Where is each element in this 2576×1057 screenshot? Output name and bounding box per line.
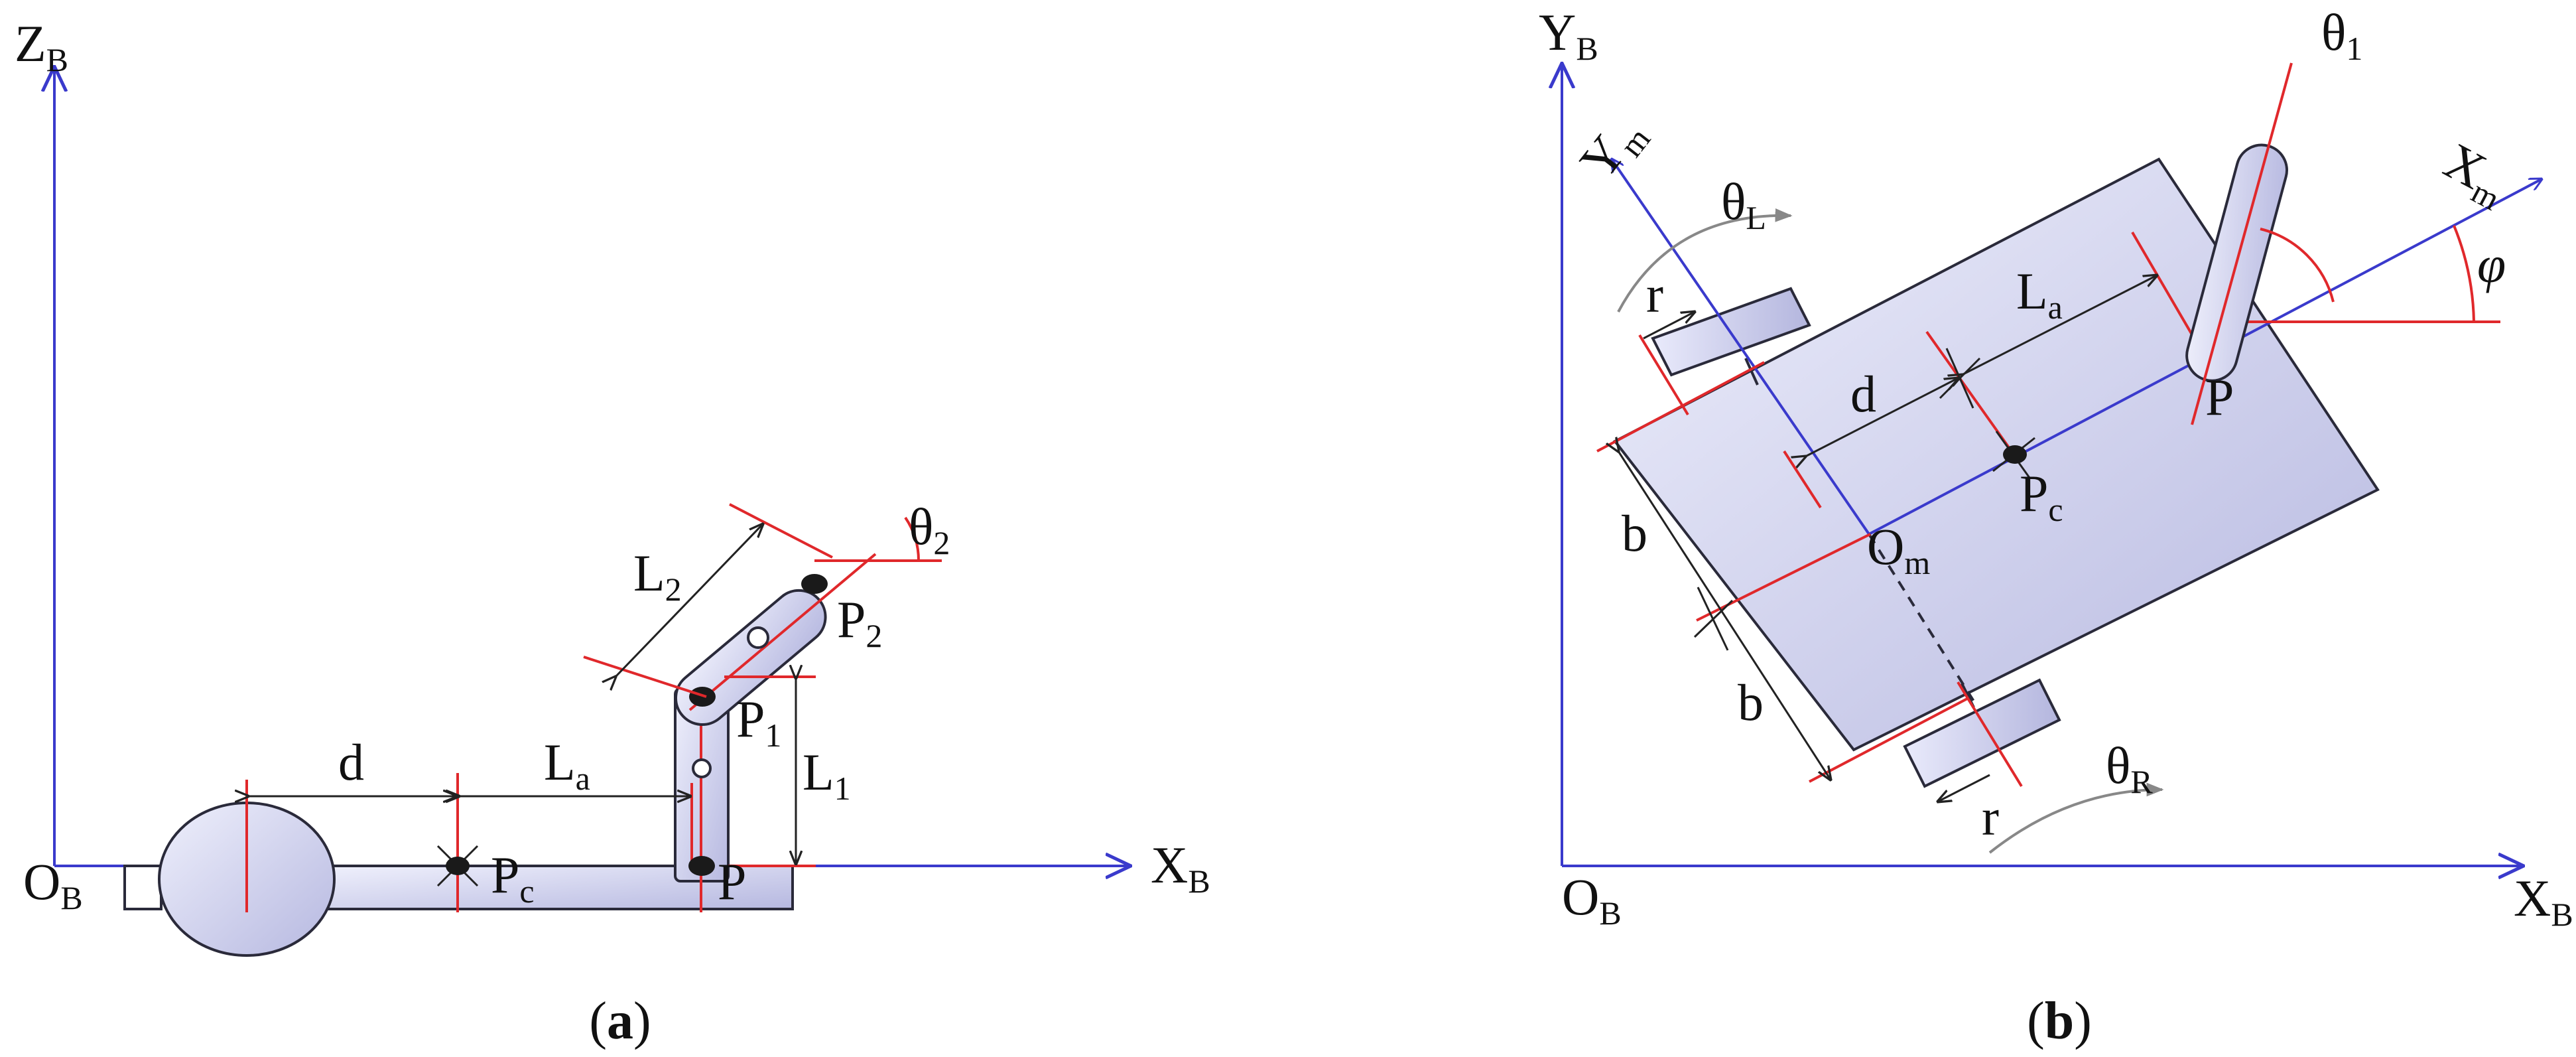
theta1-axis-line (2191, 62, 2293, 425)
label-xm: Xm (2433, 131, 2518, 218)
caption-a: (a) (589, 992, 651, 1050)
label-b-upper: b (1622, 504, 1647, 562)
theta-r-arrow (1988, 782, 2164, 854)
la-dim-line-b (1962, 275, 2157, 375)
label-ob: OB (23, 853, 83, 916)
label-l1: L1 (803, 743, 851, 807)
label-p1: P1 (736, 690, 781, 754)
label-yb: YB (1539, 3, 1598, 67)
theta1-arc (2260, 228, 2335, 303)
label-p: P (718, 853, 746, 910)
label-zb: ZB (15, 15, 68, 78)
b-bot-line (1809, 697, 1969, 783)
label-pc-b: Pc (2020, 464, 2063, 528)
theta2-arc (904, 516, 921, 561)
label-theta-r: θR (2106, 737, 2153, 800)
label-pc: Pc (491, 846, 535, 910)
joint-p2-small (747, 626, 769, 649)
p-ext-line (2131, 231, 2203, 353)
joint-p (688, 856, 715, 876)
label-om: Om (1867, 518, 1930, 581)
joint-p1-small (692, 758, 712, 778)
label-xb-b: XB (2514, 869, 2573, 933)
base-cap (123, 865, 162, 910)
label-b-lower: b (1738, 673, 1764, 731)
om-dashed (1868, 533, 1976, 705)
label-d-b: d (1850, 365, 1876, 423)
label-phi: φ (2477, 236, 2506, 293)
label-la: La (544, 733, 590, 797)
r-dim-top (1643, 312, 1695, 340)
panel-a: ZB XB OB d La L1 L2 θ2 Pc P P1 P2 (a) (15, 15, 1210, 1050)
caption-b: (b) (2027, 992, 2092, 1050)
label-r-bot: r (1982, 788, 1999, 846)
label-p-b: P (2205, 368, 2234, 426)
b-top-line (1596, 361, 1765, 453)
l2-ext-2 (729, 503, 833, 559)
label-d: d (338, 733, 364, 791)
label-ym: Ym (1569, 104, 1657, 193)
l2-dim-line (615, 524, 763, 677)
pc-marker (436, 845, 479, 887)
r-dim-bot (1938, 774, 1990, 802)
label-l2: L2 (633, 544, 682, 608)
left-axle (1744, 358, 1759, 386)
label-p2: P2 (837, 591, 882, 654)
label-theta-l: θL (1721, 173, 1766, 236)
label-xb: XB (1151, 836, 1210, 900)
joint-p2 (801, 574, 828, 594)
label-theta2: θ2 (909, 498, 950, 561)
r-bot-line (1957, 681, 2023, 788)
pc-marker-b (1992, 431, 2035, 478)
theta-l-arrow (1617, 208, 1793, 313)
b-mid-marker (1693, 587, 1734, 651)
r-top-line (1638, 334, 1689, 416)
panel-b: YB XB OB Ym Xm Om θ1 θL θR φ r r d La b … (1539, 3, 2573, 1050)
d-mid-marker (1939, 348, 1981, 409)
right-wheel (1903, 678, 2061, 788)
label-theta1: θ1 (2321, 3, 2362, 67)
phi-arc (2453, 225, 2475, 322)
b-dim-line (1618, 451, 1831, 780)
label-r-top: r (1646, 265, 1663, 323)
label-ob-b: OB (1562, 868, 1622, 932)
label-la-b: La (2016, 262, 2063, 326)
